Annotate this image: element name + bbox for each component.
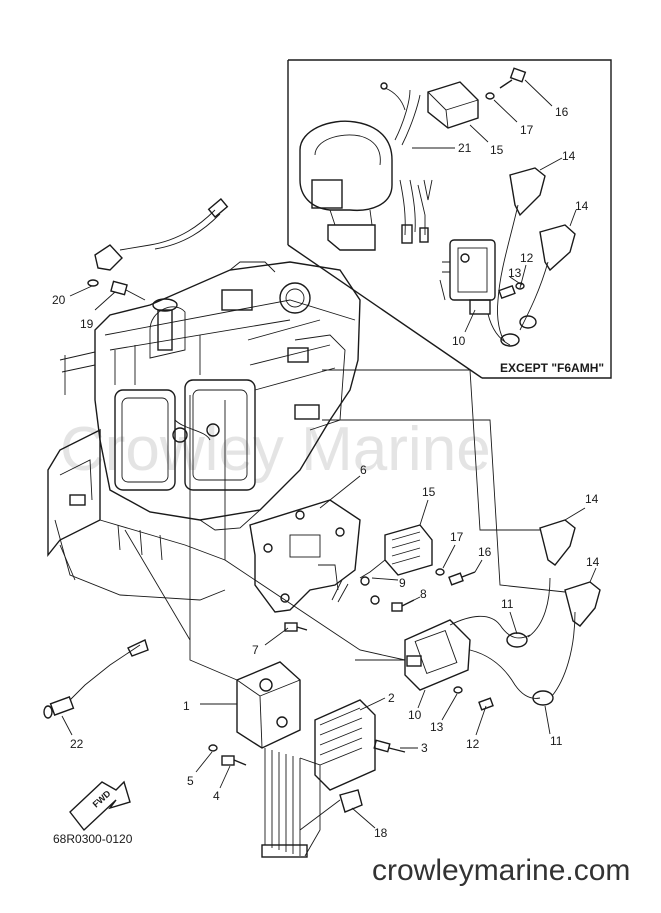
callout-8: 8 [420,587,427,601]
callout-12-inset: 12 [520,251,534,265]
callout-4: 4 [213,789,220,803]
diagram-code: 68R0300-0120 [53,832,133,846]
inset-callouts: 16 17 15 21 14 14 12 13 10 [412,79,589,348]
callout-17-inset: 17 [520,123,534,137]
reference-lines [124,369,566,681]
callout-21-inset: 21 [458,141,472,155]
fwd-arrow-icon: FWD [69,780,131,832]
cdi-unit-drawing [236,661,301,749]
callout-15-inset: 15 [490,143,504,157]
rectifier-fasteners-drawing [391,568,476,612]
inset-rectifier-drawing [427,81,479,129]
inset-stator-drawing [299,82,433,251]
callout-11a: 11 [501,597,514,611]
inset-panel: EXCEPT "F6AMH" [287,59,612,379]
callout-13-inset: 13 [508,266,522,280]
engine-block-drawing [59,261,361,531]
inset-note: EXCEPT "F6AMH" [500,361,604,375]
callout-16-inset: 16 [555,105,569,119]
callout-3: 3 [421,741,428,755]
callout-10-inset: 10 [452,334,466,348]
inset-ignition-coil-drawing [439,167,576,347]
callout-14a: 14 [585,492,599,506]
callout-6: 6 [360,463,367,477]
ignition-coil-drawing [355,519,601,711]
watermark-text: Crowley Marine [60,415,491,484]
callout-22: 22 [70,737,84,751]
callout-18: 18 [374,826,388,840]
main-callouts: 1 2 3 4 5 6 7 8 9 10 11 11 12 13 14 14 1 [52,285,600,840]
callout-13: 13 [430,720,444,734]
website-footer: crowleymarine.com [372,854,630,887]
inset-bolt-drawing [485,67,527,100]
wiring-harness-drawing [261,748,363,858]
stator-bracket-drawing [249,499,361,613]
callout-9: 9 [399,576,406,590]
callout-14b-inset: 14 [575,199,589,213]
callout-5: 5 [187,774,194,788]
callout-2: 2 [388,691,395,705]
callout-19: 19 [80,317,94,331]
callout-14a-inset: 14 [562,149,576,163]
thermoswitch-drawing [43,639,149,719]
callout-7: 7 [252,643,259,657]
callout-16: 16 [478,545,492,559]
callout-20: 20 [52,293,66,307]
rectifier-drawing [331,524,433,605]
callout-1: 1 [183,699,190,713]
callout-12: 12 [466,737,480,751]
callout-10: 10 [408,708,422,722]
lower-cowling-drawing [47,428,226,601]
callout-17: 17 [450,530,464,544]
callout-15: 15 [422,485,436,499]
callout-14b: 14 [586,555,600,569]
regulator-drawing [314,699,406,791]
plug-cap-and-sensor-drawing [87,198,229,301]
callout-11b: 11 [550,734,563,748]
cdi-fasteners-drawing [208,622,308,766]
